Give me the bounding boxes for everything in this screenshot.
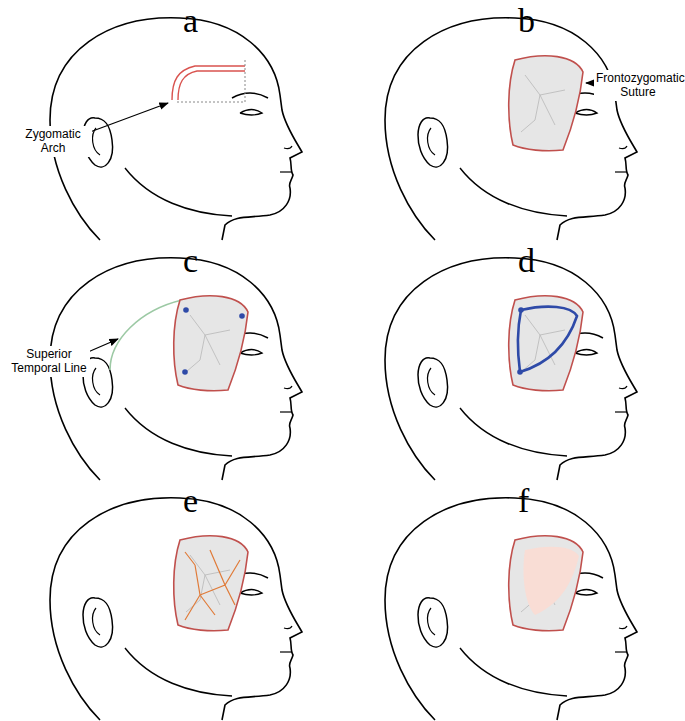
temporal-line [110,300,182,370]
head [50,498,302,720]
arch-line [172,66,245,100]
landmark-dot [517,369,523,375]
callout-label: Superior Temporal Line [8,346,90,377]
landmark-dot [518,307,524,313]
head [385,258,637,480]
landmark-dot [239,313,245,319]
head [385,18,637,240]
panel-letter: f [518,484,529,518]
landmark-dot [182,369,188,375]
panel-d [385,258,637,480]
panel-b [385,18,637,240]
panel-letter: a [183,4,198,38]
region [509,536,583,631]
callout-label: Frontozygomatic Suture [594,70,682,101]
outline-blue [518,307,577,372]
guide-line [175,60,245,102]
panel-e [50,498,302,720]
landmark-dot [183,307,189,313]
arch-line [178,71,245,100]
callout-label: Zygomatic Arch [14,126,92,157]
panel-letter: d [518,244,535,278]
panel-letter: c [183,244,198,278]
panel-letter: e [183,484,198,518]
flap-patch [523,547,579,615]
region [174,536,248,631]
head [385,498,637,720]
panel-letter: b [518,4,535,38]
leader-arrow [90,103,168,132]
leader-arrow [88,339,118,352]
region [509,56,583,151]
region [174,296,248,391]
panel-f [385,498,637,720]
vessels [185,550,240,620]
region [509,296,583,391]
